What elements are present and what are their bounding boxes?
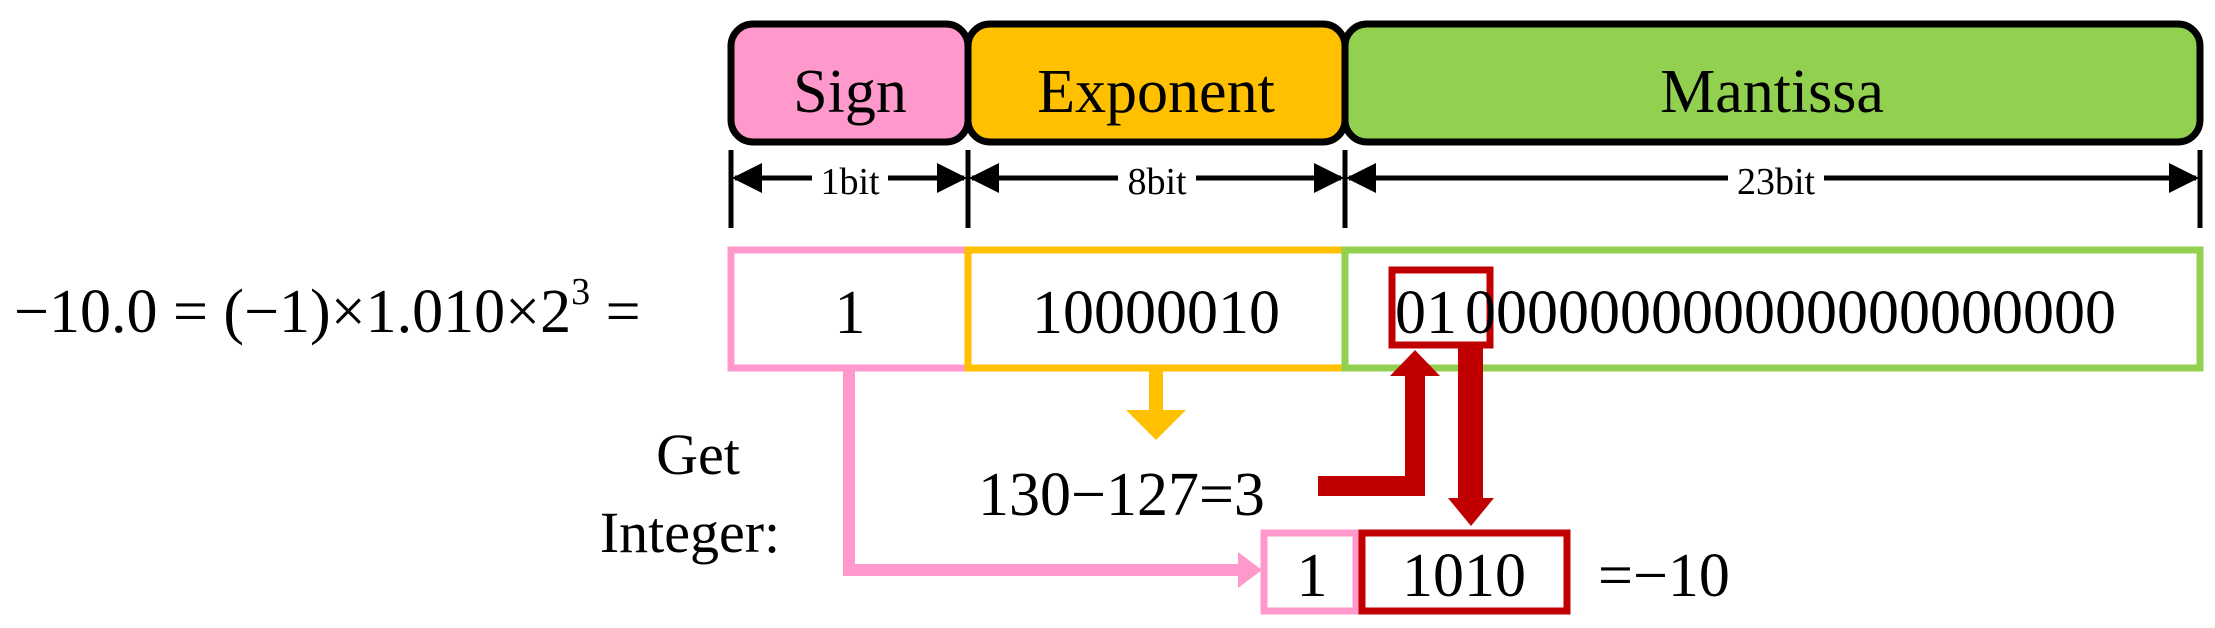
bit-width-dimensions (728, 150, 2203, 228)
exponent-down-arrow (1126, 370, 1186, 440)
result-decimal-value: =−10 (1598, 542, 1730, 610)
exponent-width-label: 8bit (1127, 161, 1187, 203)
sign-bit-value: 1 (835, 279, 866, 347)
result-integer-box (1358, 529, 1571, 615)
mantissa-rest-bits: 000000000000000000000 (1465, 279, 2116, 347)
sign-width-label: 1bit (820, 161, 880, 203)
mantissa-header-label: Mantissa (1660, 58, 1884, 126)
shift-arrow (1318, 350, 1440, 496)
exponent-bits-value: 10000010 (1032, 279, 1280, 347)
sign-header-label: Sign (793, 58, 907, 126)
result-sign-value: 1 (1297, 542, 1328, 610)
equation-exponent: 3 (571, 271, 590, 313)
exponent-calculation: 130−127=3 (978, 461, 1265, 529)
mantissa-down-arrow (1448, 348, 1494, 526)
get-integer-line2: Integer: (600, 500, 780, 565)
mantissa-highlight-bits: 01 (1395, 279, 1457, 347)
mantissa-header-box (1341, 20, 2204, 146)
exponent-bits-box (964, 246, 1349, 372)
get-integer-line1: Get (656, 422, 740, 487)
result-sign-box (1260, 529, 1360, 615)
mantissa-width-label: 23bit (1737, 161, 1816, 203)
sign-path-arrow (843, 368, 1262, 588)
result-integer-value: 1010 (1402, 542, 1526, 610)
equation: −10.0 = (−1)×1.010×23 = (14, 271, 641, 346)
exponent-header-label: Exponent (1037, 58, 1275, 126)
mantissa-highlight-box (1388, 266, 1494, 349)
sign-bit-box (727, 246, 972, 372)
